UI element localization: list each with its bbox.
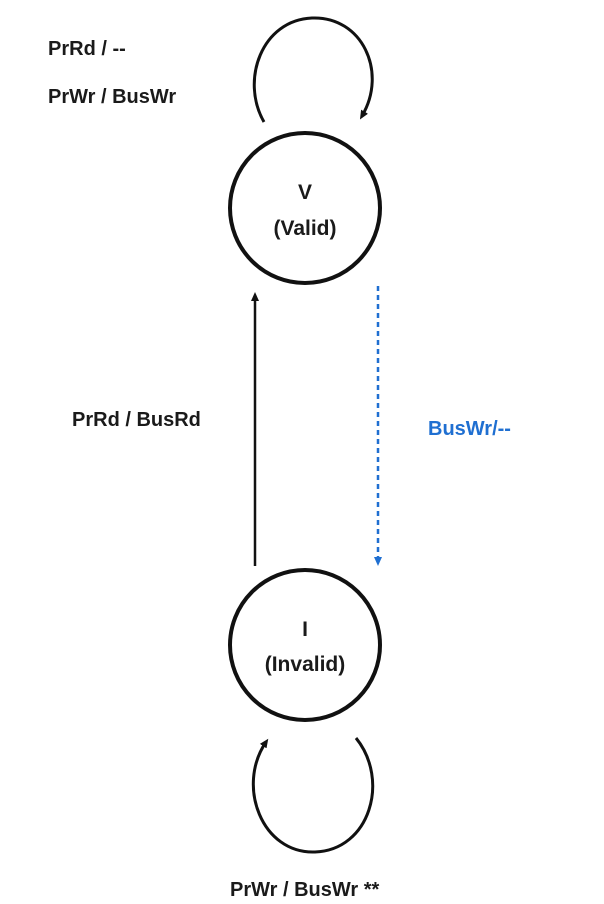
- state-invalid-circle: [228, 568, 382, 722]
- valid-self-loop-label-line1: PrRd / --: [48, 38, 126, 60]
- invalid-self-loop-arrow: [251, 737, 375, 854]
- state-valid-circle: [228, 131, 382, 285]
- state-valid-symbol: V: [298, 181, 312, 204]
- invalid-self-loop-label: PrWr / BusWr **: [230, 879, 380, 901]
- valid-self-loop-arrow: [252, 16, 374, 123]
- state-invalid-symbol: I: [302, 618, 308, 641]
- state-valid: V (Valid): [228, 131, 382, 285]
- valid-to-invalid-label: BusWr/--: [428, 418, 511, 440]
- state-valid-name: (Valid): [273, 217, 336, 240]
- invalid-to-valid-label: PrRd / BusRd: [72, 409, 201, 431]
- state-invalid-name: (Invalid): [265, 653, 346, 676]
- state-invalid: I (Invalid): [228, 568, 382, 722]
- valid-self-loop-label-line2: PrWr / BusWr: [48, 86, 176, 108]
